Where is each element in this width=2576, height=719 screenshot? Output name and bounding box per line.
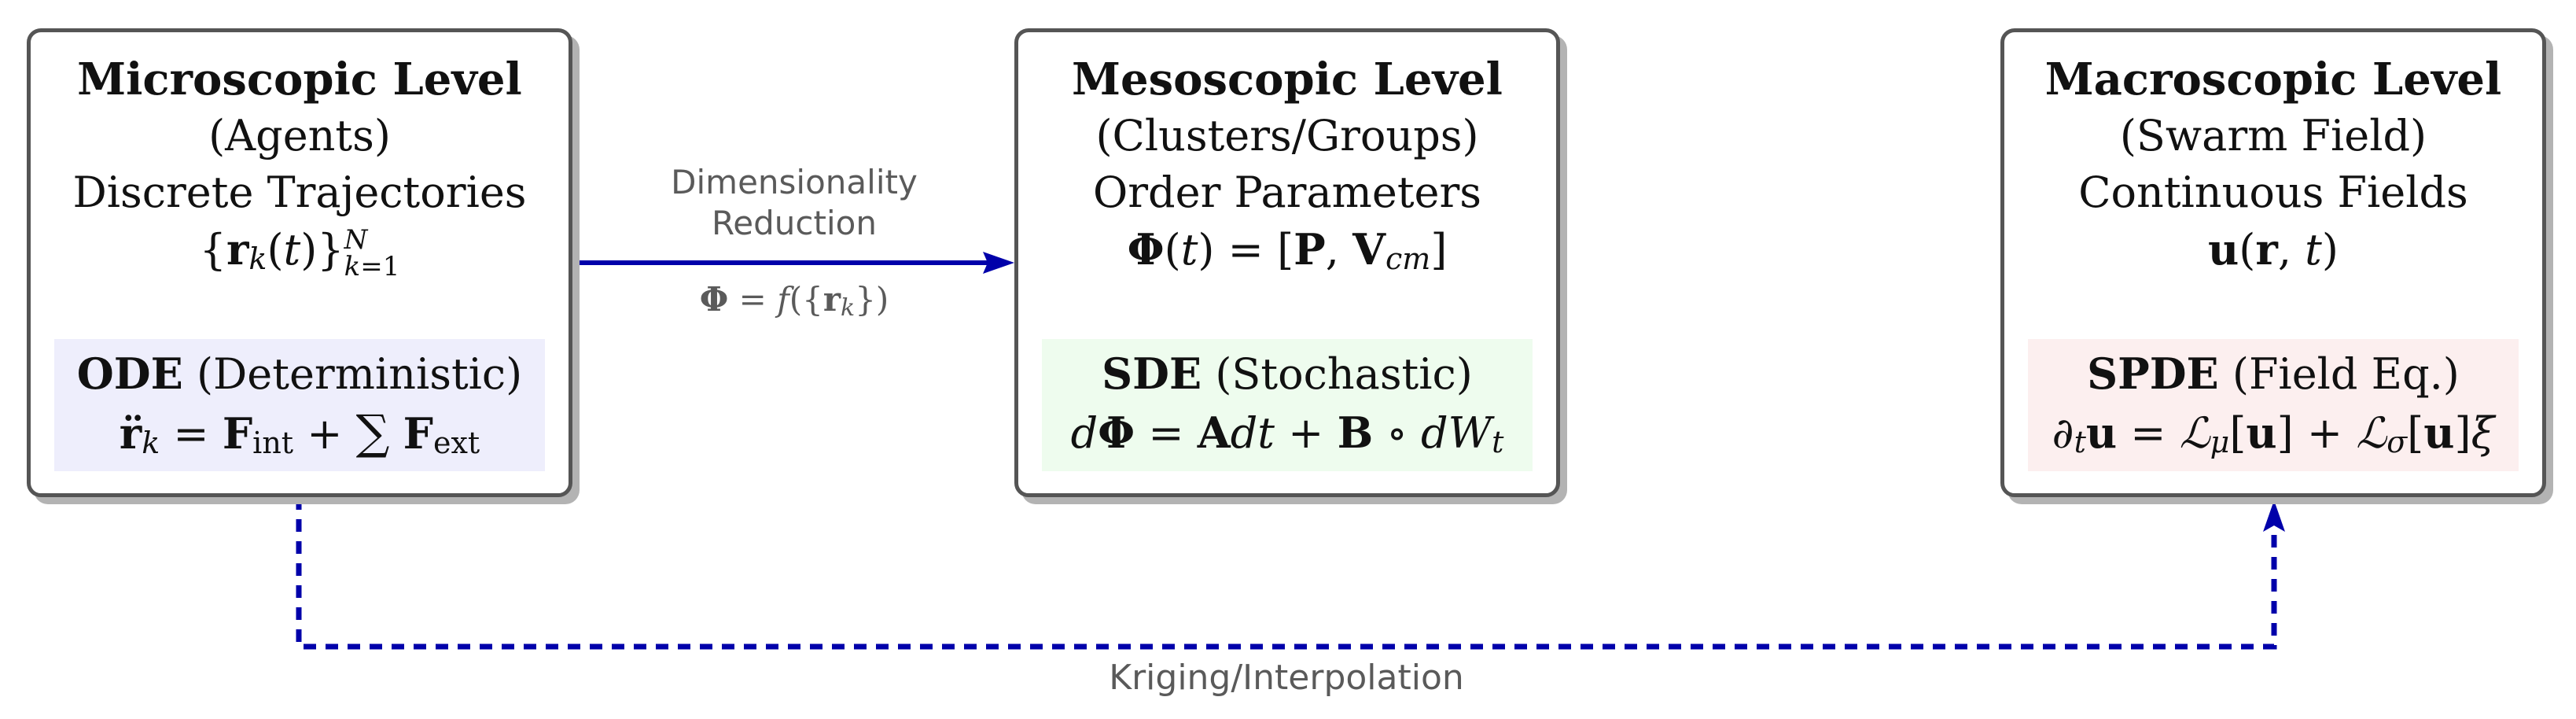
eq-desc: (Field Eq.) <box>2232 349 2460 399</box>
box-subtitle: (Agents) <box>208 111 391 160</box>
dim-reduction-line1: Dimensionality <box>671 163 918 201</box>
mesoscopic-level-box: Mesoscopic Level (Clusters/Groups) Order… <box>1014 28 1560 497</box>
dim-reduction-line2: Reduction <box>712 204 877 242</box>
macroscopic-level-box: Macroscopic Level (Swarm Field) Continuo… <box>2000 28 2546 497</box>
box-title: Mesoscopic Level <box>1072 53 1503 105</box>
kriging-arrow <box>296 497 2285 650</box>
eq-type: ODE <box>76 348 183 399</box>
box-title: Microscopic Level <box>77 53 522 105</box>
box-subtitle: (Clusters/Groups) <box>1095 111 1479 160</box>
box-formula: Φ(t) = [P, Vcm] <box>1127 224 1448 276</box>
kriging-label: Kriging/Interpolation <box>1109 658 1464 698</box>
eq-type: SPDE <box>2087 348 2219 399</box>
dim-reduction-arrow <box>572 252 1014 274</box>
eq-desc: (Stochastic) <box>1215 349 1473 399</box>
eq-type: SDE <box>1102 348 1202 399</box>
box-title: Macroscopic Level <box>2044 53 2502 105</box>
eq-desc: (Deterministic) <box>196 349 523 399</box>
box-description: Order Parameters <box>1092 168 1482 217</box>
spde-equation: ∂tu = ℒμ[u] + ℒσ[u]ξ <box>2052 407 2495 459</box>
ode-equation: r̈k = Fint + ∑ Fext <box>119 405 480 460</box>
box-formula: u(r, t) <box>2208 224 2339 275</box>
dim-reduction-formula: Φ = f({rk}) <box>699 280 889 322</box>
box-subtitle: (Swarm Field) <box>2119 111 2427 160</box>
dim-reduction-label: Dimensionality Reduction <box>629 162 959 244</box>
microscopic-level-box: Microscopic Level (Agents) Discrete Traj… <box>27 28 572 497</box>
box-description: Continuous Fields <box>2078 168 2468 217</box>
box-description: Discrete Trajectories <box>72 168 527 217</box>
sde-equation: dΦ = Adt + B ∘ dWt <box>1070 407 1504 459</box>
spde-panel: SPDE (Field Eq.) ∂tu = ℒμ[u] + ℒσ[u]ξ <box>2028 339 2519 471</box>
sde-panel: SDE (Stochastic) dΦ = Adt + B ∘ dWt <box>1042 339 1533 471</box>
ode-panel: ODE (Deterministic) r̈k = Fint + ∑ Fext <box>54 339 545 471</box>
